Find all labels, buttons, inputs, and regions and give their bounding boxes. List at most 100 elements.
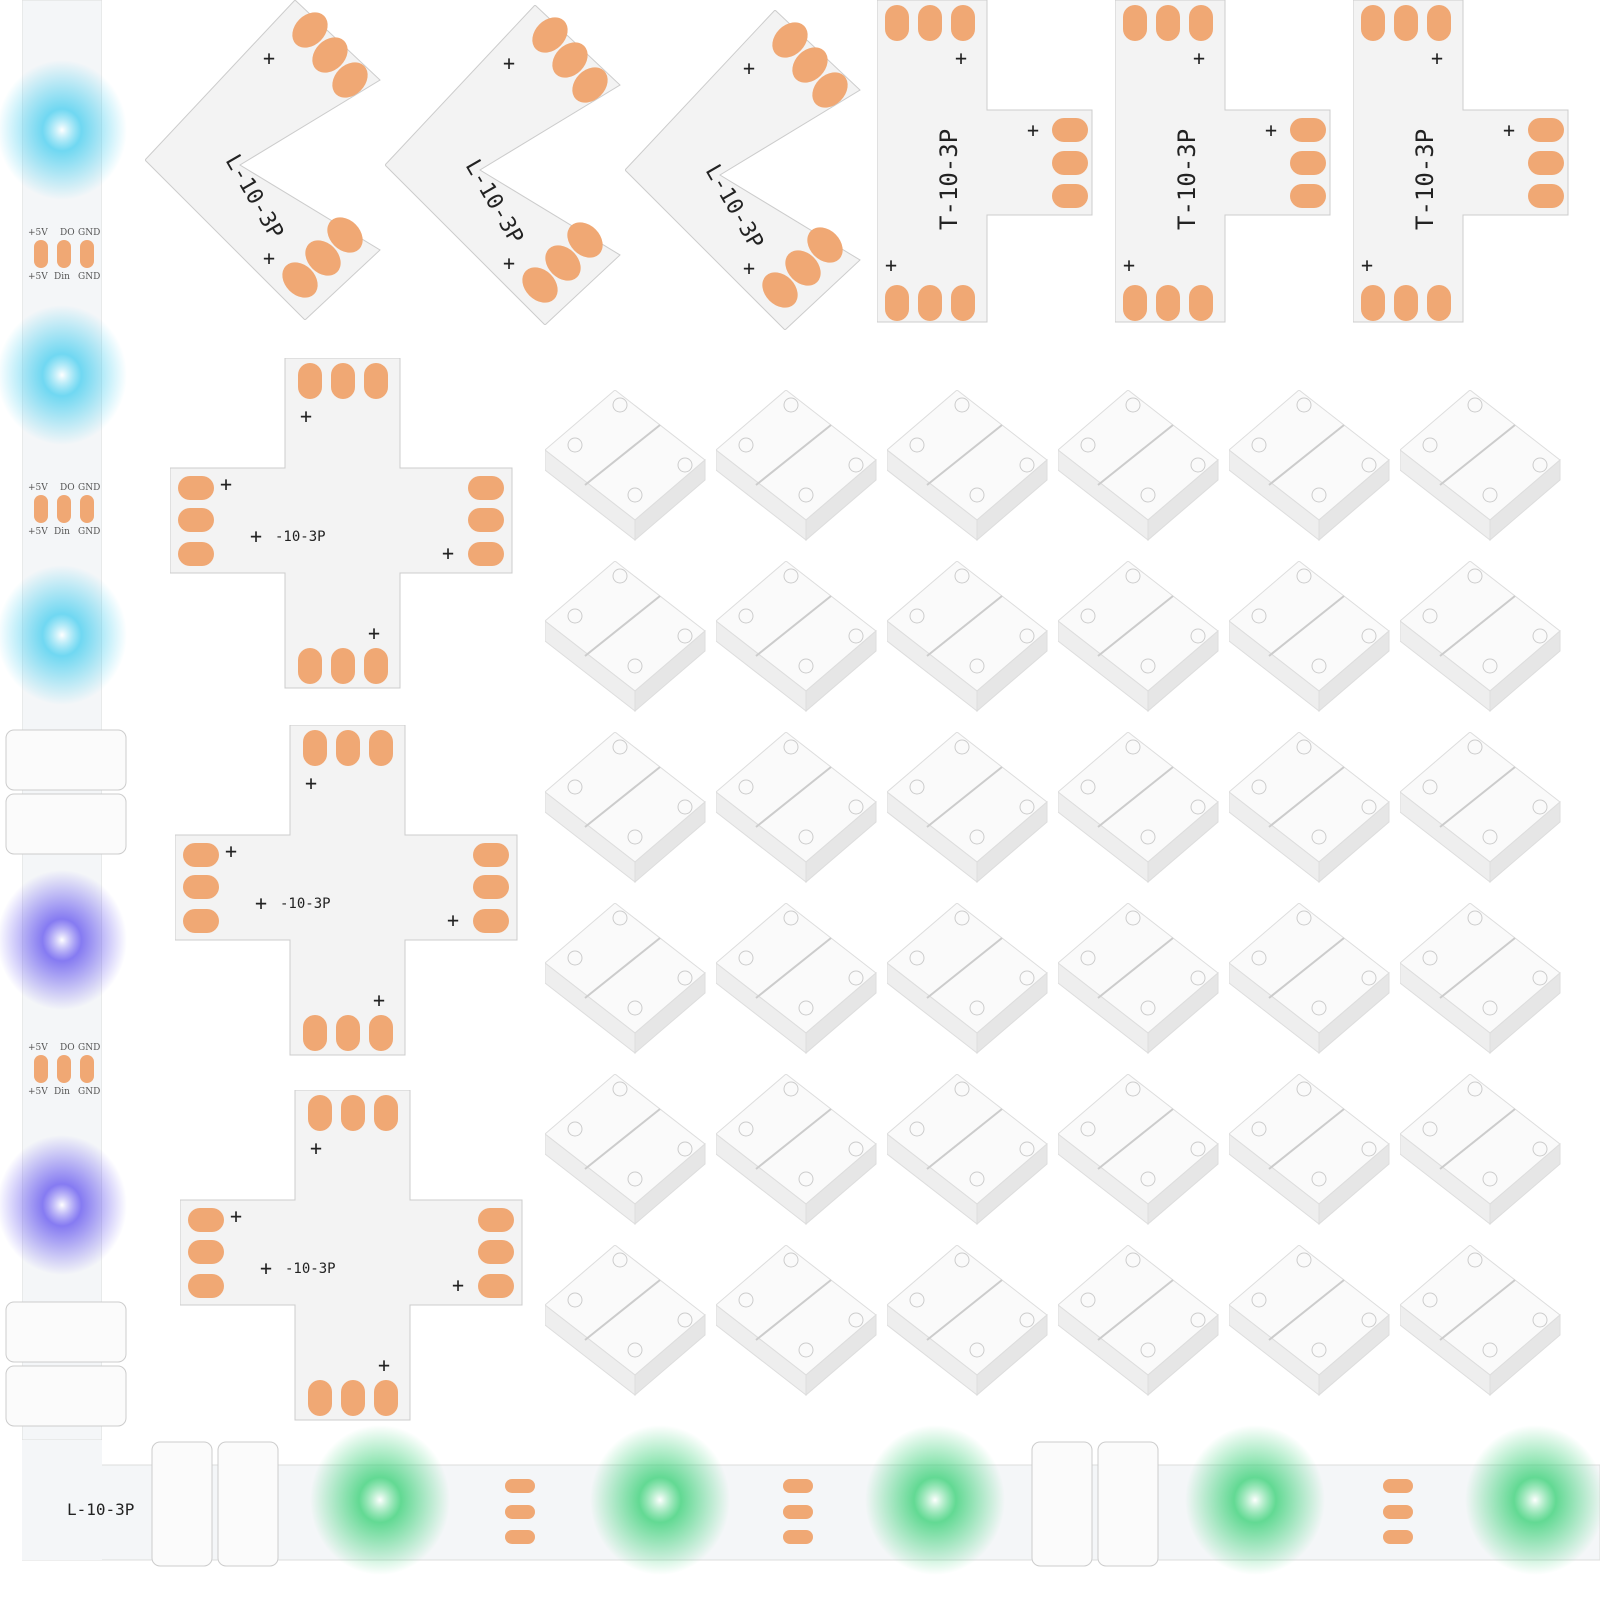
- solder-pad: [785, 250, 821, 286]
- solder-pad: [1156, 5, 1180, 41]
- solder-pad: [473, 909, 509, 933]
- l-connector: ++L-10-3P: [624, 9, 865, 331]
- solder-pad: [364, 648, 388, 684]
- connector-label: -10-3P: [280, 896, 331, 912]
- strip-pin-label: +5V: [28, 228, 48, 238]
- strip-clip-connector: [715, 731, 878, 884]
- solder-pad: [567, 222, 603, 258]
- strip-pin-label: GND: [78, 1043, 101, 1053]
- strip-clip-connector: [544, 902, 707, 1055]
- plus-mark: +: [503, 51, 515, 75]
- strip-clip-connector: [1228, 389, 1391, 542]
- solder-pad: [468, 508, 504, 532]
- solder-pad: [369, 1015, 393, 1051]
- plus-mark: +: [263, 246, 275, 270]
- plus-mark: +: [263, 46, 275, 70]
- solder-pad: [57, 240, 71, 268]
- solder-pad: [1528, 151, 1564, 175]
- strip-clip-connector: [1057, 731, 1220, 884]
- strip-pads: [505, 1475, 535, 1555]
- solder-pad: [1290, 151, 1326, 175]
- solder-pad: [178, 508, 214, 532]
- solder-pad: [188, 1274, 224, 1298]
- led-glow: [0, 60, 130, 200]
- solder-pad: [918, 285, 942, 321]
- led-glow: [0, 1135, 130, 1275]
- solder-pad: [298, 648, 322, 684]
- solder-pad: [80, 240, 94, 268]
- strip-pin-label: Din: [54, 527, 70, 537]
- plus-mark: +: [447, 908, 459, 932]
- strip-clip-connector: [1399, 1244, 1562, 1397]
- strip-clip-connector: [1399, 1073, 1562, 1226]
- strip-pin-label: GND: [78, 483, 101, 493]
- solder-pad: [183, 875, 219, 899]
- solder-pad: [468, 542, 504, 566]
- solder-pad: [545, 245, 581, 281]
- plus-mark: +: [885, 253, 897, 277]
- solder-pad: [1528, 118, 1564, 142]
- plus-mark: +: [452, 1273, 464, 1297]
- plus-mark: +: [368, 621, 380, 645]
- strip-clip-connector: [1399, 560, 1562, 713]
- solder-pad: [80, 495, 94, 523]
- solder-pad: [303, 1015, 327, 1051]
- led-glow: [1185, 1420, 1325, 1580]
- solder-pad: [1394, 5, 1418, 41]
- solder-pad: [1052, 184, 1088, 208]
- solder-pad: [918, 5, 942, 41]
- solder-pad: [327, 217, 363, 253]
- plus-mark: +: [250, 524, 262, 548]
- solder-pad: [885, 5, 909, 41]
- plus-mark: +: [305, 771, 317, 795]
- solder-pad: [807, 227, 843, 263]
- strip-clip-connector: [715, 1244, 878, 1397]
- strip-clip-connector: [1399, 389, 1562, 542]
- solder-pad: [473, 843, 509, 867]
- strip-pin-label: GND: [78, 228, 101, 238]
- x-connector: +++++-10-3P: [174, 724, 520, 1057]
- solder-pad: [292, 12, 328, 48]
- solder-pad: [1123, 285, 1147, 321]
- strip-clip-connector: [1399, 902, 1562, 1055]
- x-connector: +++++-10-3P: [169, 357, 515, 690]
- strip-clip: [4, 728, 128, 856]
- solder-pad: [308, 1380, 332, 1416]
- solder-pad: [305, 240, 341, 276]
- solder-pad: [572, 67, 608, 103]
- plus-mark: +: [955, 46, 967, 70]
- connector-label: T-10-3P: [1173, 129, 1201, 230]
- strip-pin-label: GND: [78, 272, 101, 282]
- strip-pin-label: +5V: [28, 483, 48, 493]
- strip-pin-label: GND: [78, 527, 101, 537]
- solder-pad: [1394, 285, 1418, 321]
- solder-pad: [478, 1274, 514, 1298]
- strip-clip-connector: [1228, 1073, 1391, 1226]
- connector-label: T-10-3P: [935, 129, 963, 230]
- solder-pad: [762, 272, 798, 308]
- solder-pad: [478, 1208, 514, 1232]
- solder-pad: [522, 267, 558, 303]
- solder-pad: [1052, 151, 1088, 175]
- strip-pads: [30, 495, 100, 525]
- solder-pad: [468, 476, 504, 500]
- strip-clip-connector: [886, 560, 1049, 713]
- strip-clip-connector: [886, 902, 1049, 1055]
- strip-pin-label: DO: [60, 228, 75, 238]
- strip-pin-label: DO: [60, 1043, 75, 1053]
- t-connector: +++T-10-3P: [1114, 0, 1331, 324]
- solder-pad: [812, 72, 848, 108]
- solder-pad: [1361, 285, 1385, 321]
- solder-pad: [951, 5, 975, 41]
- connector-label: -10-3P: [275, 529, 326, 545]
- strip-pin-label: DO: [60, 483, 75, 493]
- strip-pads: [30, 240, 100, 270]
- strip-clip-connector: [544, 560, 707, 713]
- solder-pad: [1052, 118, 1088, 142]
- solder-pad: [308, 1095, 332, 1131]
- plus-mark: +: [378, 1353, 390, 1377]
- solder-pad: [312, 37, 348, 73]
- solder-pad: [298, 363, 322, 399]
- solder-pad: [374, 1095, 398, 1131]
- plus-mark: +: [300, 404, 312, 428]
